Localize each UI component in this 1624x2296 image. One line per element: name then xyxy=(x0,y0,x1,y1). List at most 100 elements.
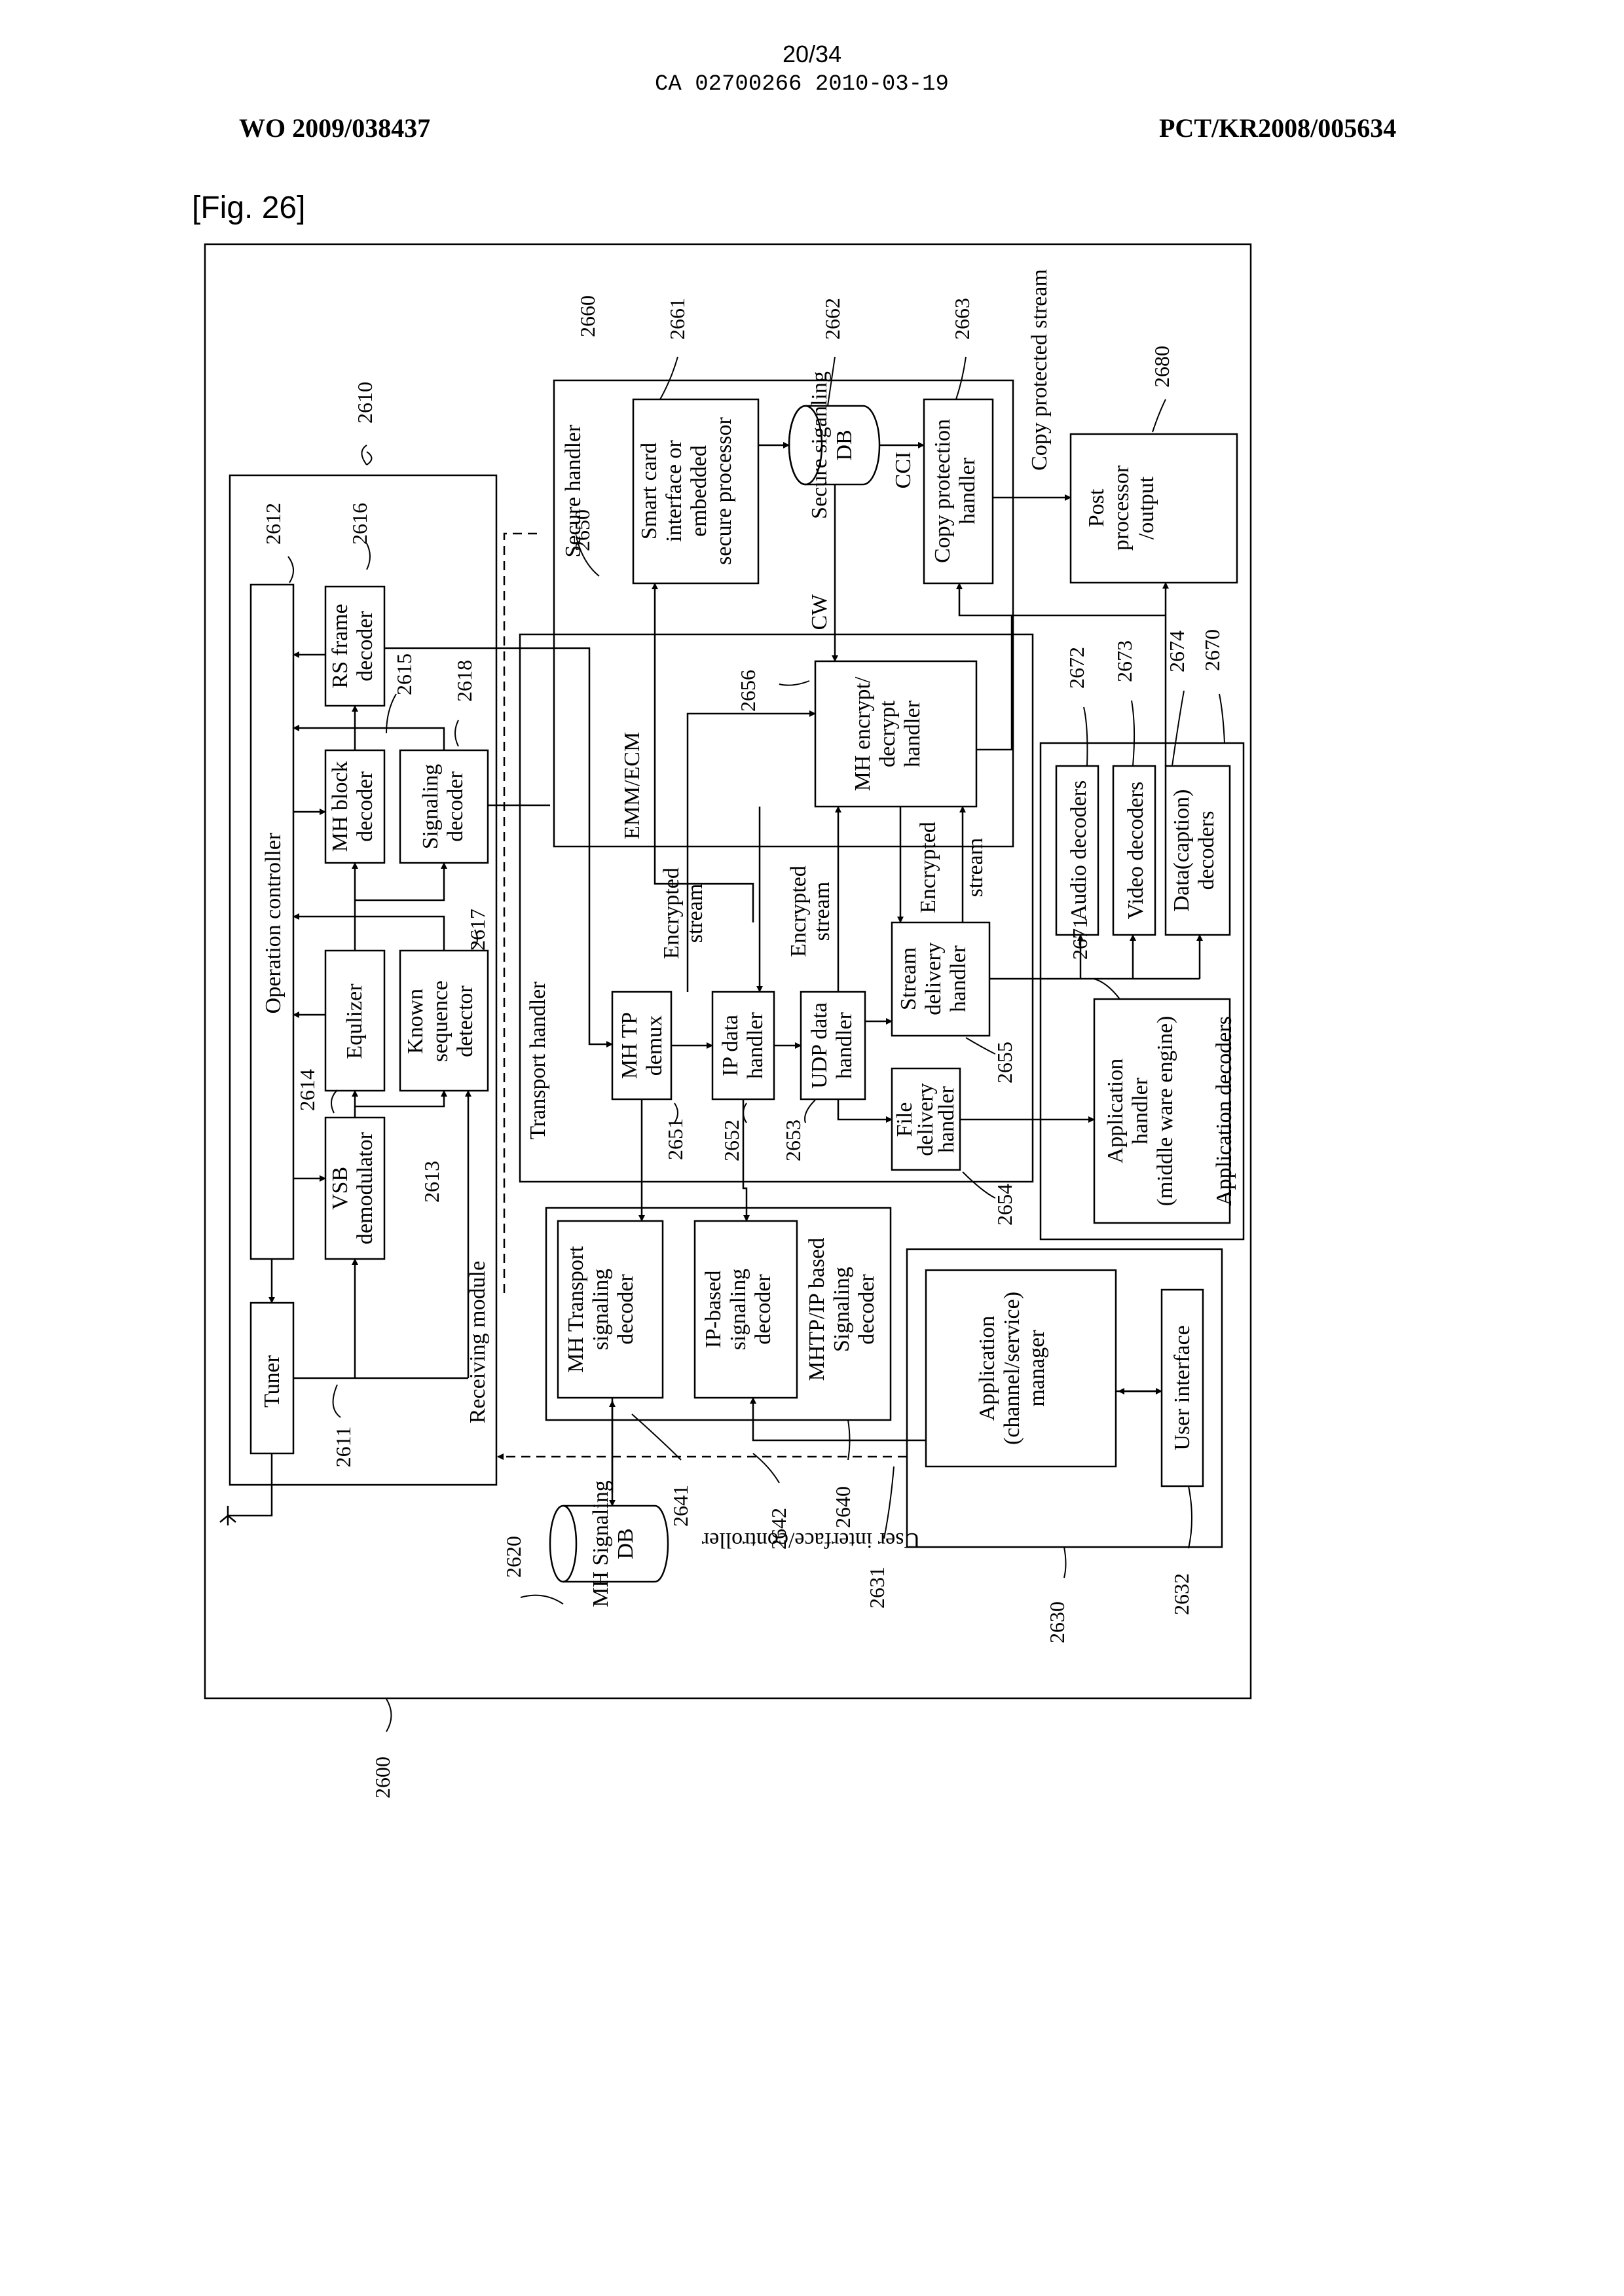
ref-2654: 2654 xyxy=(993,1184,1016,1226)
ref-2652: 2652 xyxy=(720,1120,743,1161)
app-handler-label-1: Application xyxy=(1103,1059,1128,1164)
smart-card-label-1: Smart card xyxy=(637,443,661,539)
operation-controller-label: Operation controller xyxy=(261,832,286,1013)
ref-2656: 2656 xyxy=(736,670,760,712)
ui-controller-title: User interface/controller xyxy=(701,1528,920,1552)
ref-2674: 2674 xyxy=(1165,630,1189,672)
ref-2616: 2616 xyxy=(348,503,371,545)
ref-2661: 2661 xyxy=(665,298,689,340)
secure-db-label-2: DB xyxy=(832,429,857,460)
mh-transport-label-3: decoder xyxy=(614,1274,638,1345)
ref-2650: 2650 xyxy=(570,509,594,551)
ref-2660: 2660 xyxy=(576,295,599,337)
mh-block-label-2: decoder xyxy=(353,771,377,842)
ip-data-label-2: handler xyxy=(743,1011,767,1079)
vsb-label-1: VSB xyxy=(328,1167,352,1210)
emm-ecm-label: EMM/ECM xyxy=(620,732,644,839)
signaling-dec-label-2: decoder xyxy=(443,771,468,842)
known-seq-label-1: Known xyxy=(403,989,428,1054)
encrypted-stream-1a: Encrypted xyxy=(659,867,684,959)
mh-signaling-db-label-2: DB xyxy=(614,1528,638,1559)
smart-card-label-2: interface or xyxy=(662,439,686,541)
ip-based-label-1: IP-based xyxy=(701,1271,726,1349)
ref-2612: 2612 xyxy=(261,503,285,545)
mh-signaling-db-label-1: MH Signaling xyxy=(589,1480,613,1607)
ref-2653: 2653 xyxy=(781,1120,805,1161)
post-processor-label-3: /output xyxy=(1134,476,1158,539)
known-seq-label-2: sequence xyxy=(428,981,452,1063)
ip-data-label-1: IP data xyxy=(718,1015,743,1076)
ip-based-label-3: decoder xyxy=(751,1274,775,1345)
ref-2651: 2651 xyxy=(663,1118,687,1160)
rs-frame-label-1: RS frame xyxy=(328,604,352,688)
ref-2611: 2611 xyxy=(331,1427,355,1468)
app-handler-label-3: (middle ware engine) xyxy=(1153,1016,1177,1207)
app-manager-label-2: (channel/service) xyxy=(1000,1292,1024,1445)
ref-2631: 2631 xyxy=(865,1567,889,1609)
mh-transport-label-1: MH Transport xyxy=(564,1246,588,1373)
known-seq-label-3: detector xyxy=(453,985,477,1057)
ref-2680: 2680 xyxy=(1150,346,1173,388)
ip-based-label-2: signaling xyxy=(726,1269,750,1351)
ref-2632: 2632 xyxy=(1170,1573,1193,1615)
ref-2617: 2617 xyxy=(466,909,489,951)
transport-handler-title: Transport handler xyxy=(526,981,550,1140)
mh-encrypt-label-1: MH encrypt/ xyxy=(851,676,875,791)
mh-transport-label-2: signaling xyxy=(589,1269,613,1351)
ref-2670: 2670 xyxy=(1200,629,1224,671)
mh-tp-label-1: MH TP xyxy=(618,1012,642,1079)
mh-tp-label-2: demux xyxy=(642,1015,667,1076)
application-decoders-title: Application decoders xyxy=(1212,1016,1236,1206)
data-decoders-label-1: Data(caption) xyxy=(1170,790,1194,912)
stream-delivery-label-3: handler xyxy=(946,945,970,1012)
app-handler-label-2: handler xyxy=(1128,1077,1153,1144)
copy-protected-stream-label: Copy protected stream xyxy=(1027,269,1052,471)
tuner-label: Tuner xyxy=(260,1355,284,1408)
data-decoders-label-2: decoders xyxy=(1194,811,1219,890)
udp-data-label-2: handler xyxy=(832,1011,857,1079)
post-processor-label-1: Post xyxy=(1084,488,1109,527)
ref-2600: 2600 xyxy=(371,1757,394,1798)
user-interface-label: User interface xyxy=(1170,1325,1194,1451)
stream-delivery-label-2: delivery xyxy=(921,942,946,1015)
mh-encrypt-label-2: decrypt xyxy=(876,700,900,767)
ref-2641: 2641 xyxy=(669,1485,692,1527)
smart-card-label-3: embedded xyxy=(687,445,711,537)
smart-card-label-4: secure processor xyxy=(712,417,736,565)
signaling-group-title-3: decoder xyxy=(855,1274,879,1345)
encrypted-stream-3a: Encrypted xyxy=(916,822,940,913)
ref-2672: 2672 xyxy=(1065,647,1088,689)
ref-2663: 2663 xyxy=(950,298,974,340)
secure-db-label-1: Secure siganling xyxy=(807,371,832,519)
signaling-group-title-1: MHTP/IP based xyxy=(805,1238,829,1381)
copy-protection-label-1: Copy protection xyxy=(931,419,955,563)
file-delivery-label-3: handler xyxy=(934,1085,959,1153)
rs-frame-label-2: decoder xyxy=(353,611,377,682)
cci-label: CCI xyxy=(891,452,915,489)
post-processor-label-2: processor xyxy=(1109,465,1134,551)
mh-block-label-1: MH block xyxy=(328,761,352,852)
video-decoders-label: Video decoders xyxy=(1124,782,1148,919)
ref-2614: 2614 xyxy=(295,1069,319,1111)
ref-2630: 2630 xyxy=(1045,1601,1069,1643)
stream-delivery-label-1: Stream xyxy=(896,947,921,1010)
ref-2640: 2640 xyxy=(831,1486,855,1528)
vsb-label-2: demodulator xyxy=(353,1131,377,1245)
cw-label: CW xyxy=(807,594,832,630)
audio-decoders-label: Audio decoders xyxy=(1067,780,1091,920)
ref-2613: 2613 xyxy=(420,1161,443,1203)
mh-encrypt-label-3: handler xyxy=(900,700,925,767)
ref-2642: 2642 xyxy=(767,1508,790,1550)
encrypted-stream-3b: stream xyxy=(963,838,987,898)
ref-2671: 2671 xyxy=(1068,918,1092,960)
ref-2673: 2673 xyxy=(1113,640,1136,682)
encrypted-stream-1b: stream xyxy=(683,884,707,943)
app-manager-label-1: Application xyxy=(975,1316,999,1421)
encrypted-stream-2a: Encrypted xyxy=(786,866,811,957)
signaling-group-title-2: Signaling xyxy=(830,1267,854,1352)
signaling-dec-label-1: Signaling xyxy=(418,764,443,849)
ref-2655: 2655 xyxy=(993,1042,1016,1084)
ref-2610: 2610 xyxy=(353,382,377,424)
ref-2615: 2615 xyxy=(392,653,416,695)
